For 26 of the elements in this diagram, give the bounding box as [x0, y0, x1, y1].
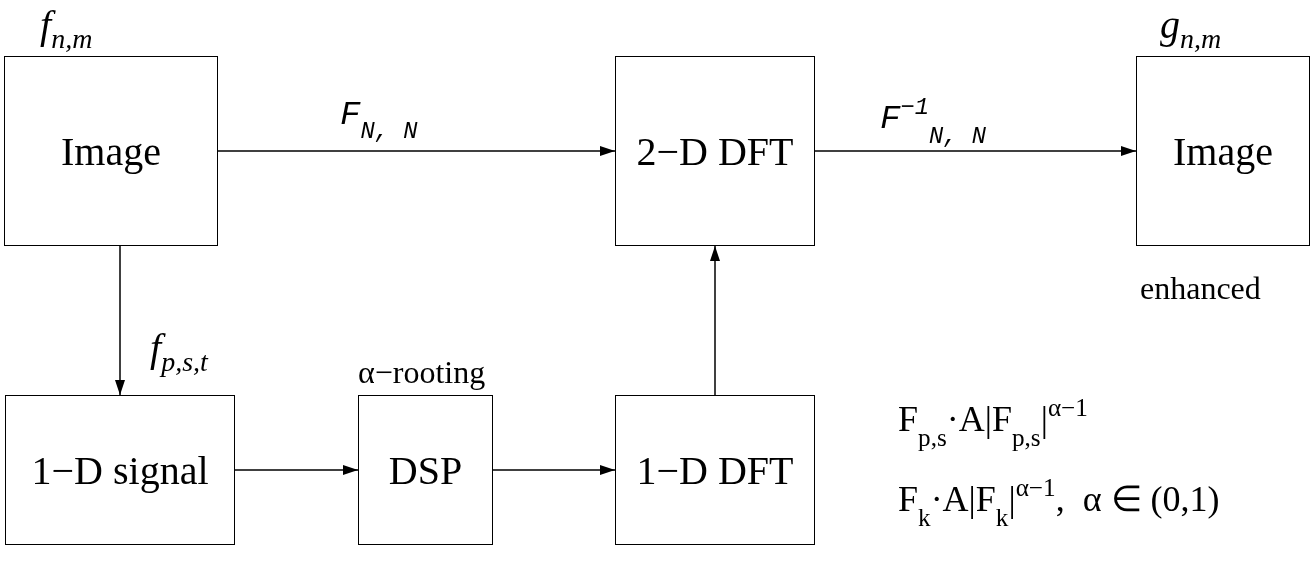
arrow: [710, 245, 720, 396]
signal-symbol: g$_{n,m}$: [1160, 2, 1222, 55]
box-label: 2−D DFT: [636, 127, 794, 175]
arrow: [217, 146, 616, 156]
box-label: Image: [1173, 127, 1273, 175]
process-box: [5, 395, 235, 545]
process-box: [358, 395, 493, 545]
edge-label: f$_{p,s,t}$: [150, 325, 208, 378]
process-box: [615, 56, 815, 246]
process-box: [1136, 56, 1310, 246]
arrow: [814, 146, 1137, 156]
process-box: [4, 56, 218, 246]
arrow: [492, 465, 616, 475]
process-box: [615, 395, 815, 545]
box-label: 1−D DFT: [636, 446, 794, 494]
caption-text: α−rooting: [358, 356, 486, 388]
signal-symbol: f$_{n,m}$: [40, 2, 93, 55]
caption-text: enhanced: [1140, 272, 1261, 304]
box-label: DSP: [388, 446, 463, 494]
box-label: 1−D signal: [31, 446, 209, 494]
formula-text: F$_{p,s}$·A|F$_{p,s}$|$^{α−1}$: [898, 395, 1088, 451]
arrow: [115, 245, 125, 396]
arrow: [234, 465, 359, 475]
edge-label: F$_{N, N}$: [340, 98, 418, 145]
formula-text: F$_{k}$·A|F$_{k}$|$^{α−1}$, α ∈ (0,1): [898, 475, 1220, 531]
box-label: Image: [61, 127, 161, 175]
